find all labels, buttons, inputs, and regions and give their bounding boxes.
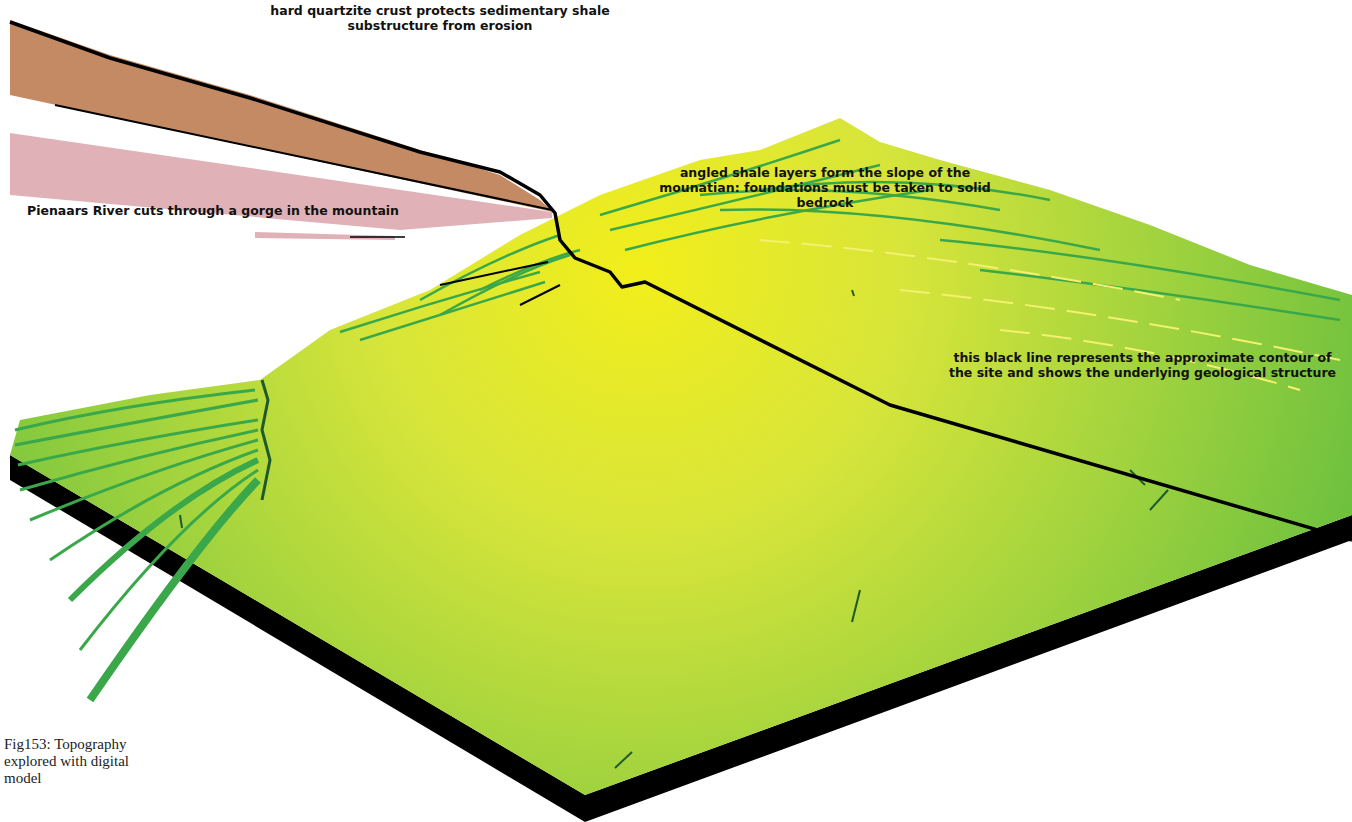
figure-caption: Fig153: Topography explored with digital… <box>4 736 154 787</box>
contour-annotation: this black line represents the approxima… <box>940 350 1345 380</box>
crust-annotation: hard quartzite crust protects sedimentar… <box>250 3 630 33</box>
river-annotation: Pienaars River cuts through a gorge in t… <box>8 203 418 218</box>
slope-annotation: angled shale layers form the slope of th… <box>640 165 1010 210</box>
